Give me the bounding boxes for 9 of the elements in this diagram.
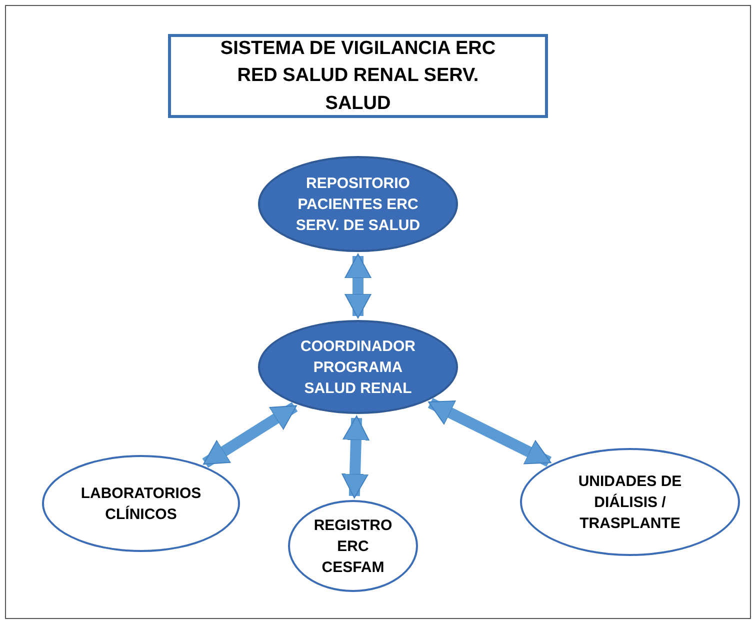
node-label: REGISTRO ERC CESFAM: [312, 516, 394, 578]
node-label: COORDINADOR PROGRAMA SALUD RENAL: [300, 336, 416, 398]
node-label: REPOSITORIO PACIENTES ERC SERV. DE SALUD: [294, 174, 422, 236]
title: SISTEMA DE VIGILANCIA ERC RED SALUD RENAL SERV. SALUD: [219, 36, 497, 116]
node-label: LABORATORIOS CLÍNICOS: [80, 484, 202, 524]
double-arrow: [342, 416, 370, 498]
node-label: UNIDADES DE DIÁLISIS / TRASPLANTE: [577, 472, 683, 534]
double-arrow: [344, 254, 372, 318]
double-arrow: [428, 398, 552, 467]
